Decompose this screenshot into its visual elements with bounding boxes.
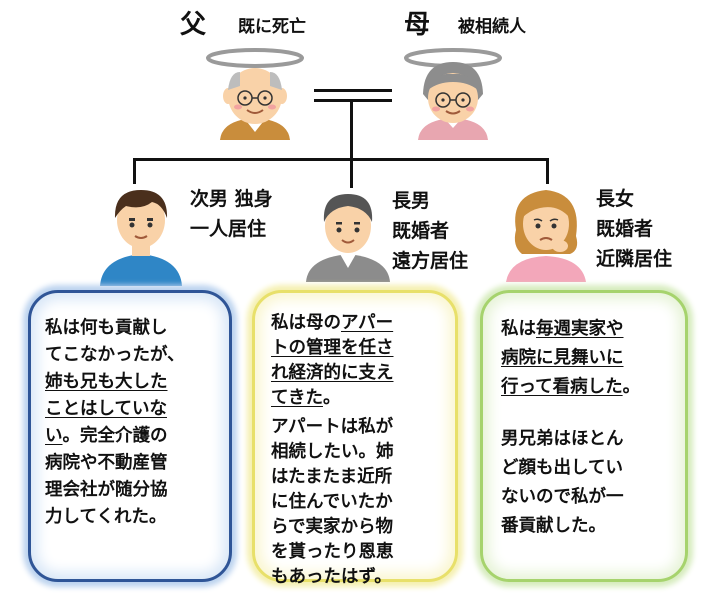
eldest-daughter-label-1: 長女 xyxy=(596,188,635,210)
second-son-statement: 私は何も貢献し てこなかったが、 姉も兄も大した ことはしていな い。完全介護の… xyxy=(45,315,185,531)
statement-line-underlined: れ経済的に支え xyxy=(271,363,394,383)
father-status: 既に死亡 xyxy=(238,17,306,37)
second-son-statement-box: 私は何も貢献し てこなかったが、 姉も兄も大した ことはしていな い。完全介護の… xyxy=(28,290,232,582)
statement-line: 私は母のアパー xyxy=(271,311,394,336)
eldest-son-illustration xyxy=(306,194,390,282)
eldest-daughter-statement-1: 私は毎週実家や 病院に見舞いに 行って看病した。 xyxy=(501,315,640,402)
eldest-daughter-statement-2: 男兄弟はほとん ど顔も出してい ないので私が一 番貢献した。 xyxy=(501,425,624,541)
statement-underlined-part: アパー xyxy=(341,313,394,333)
statement-line: てこなかったが、 xyxy=(45,345,185,365)
statement-part: 。 xyxy=(622,377,641,397)
statement-line: はたまたま近所 xyxy=(271,467,393,487)
statement-line: 行って看病した。 xyxy=(501,373,640,402)
mother-illustration xyxy=(404,48,502,140)
statement-part: 。 xyxy=(322,388,341,408)
statement-line-underlined: ことはしていな xyxy=(45,399,167,419)
statement-line: に住んでいたか xyxy=(271,492,393,512)
statement-line: 病院や不動産管 xyxy=(45,453,168,473)
statement-part: 私は母の xyxy=(271,313,341,333)
statement-underlined-part: 行って看病した xyxy=(501,377,623,397)
statement-line-underlined: 病院に見舞いに xyxy=(501,348,624,368)
child-drop-left xyxy=(133,158,136,184)
eldest-son-statement-2: アパートは私が 相続したい。姉 はたまたま近所 に住んでいたか らで実家から物 … xyxy=(271,415,394,590)
mother-status: 被相続人 xyxy=(458,17,526,37)
statement-line-underlined: 姉も兄も大した xyxy=(45,372,168,392)
eldest-son-statement-1: 私は母のアパー トの管理を任さ れ経済的に支え てきた。 xyxy=(271,311,394,411)
statement-line: を貰ったり恩恵 xyxy=(271,542,394,562)
eldest-daughter-label-3: 近隣居住 xyxy=(596,248,673,270)
second-son-illustration xyxy=(100,190,182,286)
statement-line: い。完全介護の xyxy=(45,423,185,450)
statement-line: 私は毎週実家や xyxy=(501,315,640,344)
father-title: 父 xyxy=(180,10,207,40)
eldest-daughter-statement-box: 私は毎週実家や 病院に見舞いに 行って看病した。 男兄弟はほとん ど顔も出してい… xyxy=(480,290,688,582)
eldest-son-label-3: 遠方居住 xyxy=(392,250,469,272)
descent-line xyxy=(350,102,353,160)
eldest-son-statement-box: 私は母のアパー トの管理を任さ れ経済的に支え てきた。 アパートは私が 相続し… xyxy=(252,290,458,587)
statement-line: 番貢献した。 xyxy=(501,516,606,536)
statement-line: ないので私が一 xyxy=(501,487,624,507)
second-son-label-2: 一人居住 xyxy=(190,218,267,240)
statement-line: もあったはず。 xyxy=(271,567,392,587)
eldest-daughter-illustration xyxy=(506,190,586,282)
father-illustration xyxy=(206,48,304,140)
child-drop-middle xyxy=(350,158,353,188)
statement-underlined-part: てきた xyxy=(271,388,323,408)
mother-title: 母 xyxy=(404,10,431,40)
statement-line: 相続したい。姉 xyxy=(271,442,394,462)
statement-line-underlined: トの管理を任さ xyxy=(271,338,394,358)
statement-line: てきた。 xyxy=(271,386,394,411)
marriage-line-top xyxy=(314,89,392,92)
statement-line: らで実家から物 xyxy=(271,517,393,537)
child-drop-right xyxy=(546,158,549,184)
statement-line: 力してくれた。 xyxy=(45,507,167,527)
eldest-son-label-2: 既婚者 xyxy=(392,220,450,242)
statement-part: 。完全介護の xyxy=(62,426,168,446)
statement-line: ど顔も出してい xyxy=(501,458,623,478)
statement-line: 男兄弟はほとん xyxy=(501,429,624,449)
second-son-label-1: 次男 独身 xyxy=(190,188,273,210)
children-line xyxy=(133,158,549,161)
eldest-son-label-1: 長男 xyxy=(392,190,431,212)
statement-line: アパートは私が xyxy=(271,417,394,437)
statement-underlined-part: い xyxy=(45,426,63,446)
statement-line: 私は何も貢献し xyxy=(45,318,168,338)
statement-part: 私は xyxy=(501,319,536,339)
statement-underlined-part: 毎週実家や xyxy=(536,319,624,339)
halo-icon xyxy=(206,48,304,68)
statement-line: 理会社が随分協 xyxy=(45,480,168,500)
marriage-line-bottom xyxy=(314,99,392,102)
eldest-daughter-label-2: 既婚者 xyxy=(596,218,654,240)
